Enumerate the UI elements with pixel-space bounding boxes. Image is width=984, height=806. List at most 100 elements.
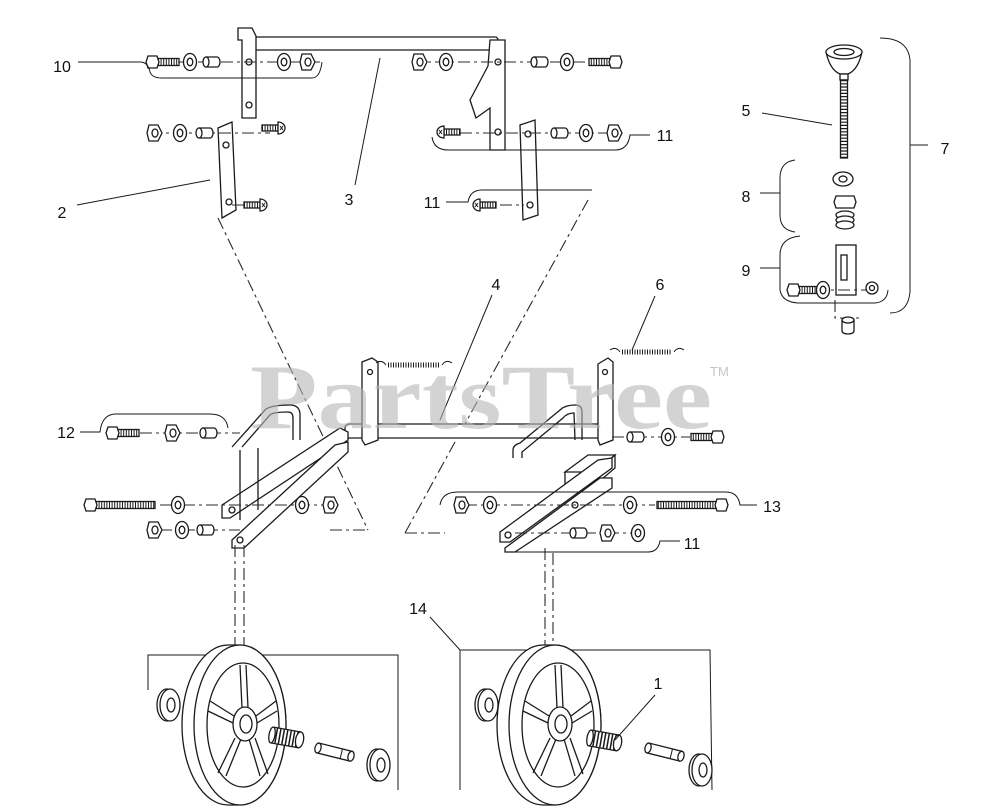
spring-part-6 — [375, 347, 685, 368]
washer-icon — [482, 495, 498, 515]
nut-icon — [833, 195, 857, 209]
hardware-group-right-middle — [612, 427, 724, 447]
side-plate-hole-upper — [524, 130, 532, 138]
callout-leaders — [76, 37, 928, 741]
leader-8 — [760, 159, 796, 233]
nut-icon — [164, 424, 181, 442]
side-plate-hole-upper — [222, 141, 230, 149]
nut-icon — [599, 524, 616, 542]
projection-lines — [217, 199, 589, 534]
wire-loop-outer — [231, 404, 301, 448]
left-wheel-assembly — [147, 644, 399, 806]
screw-icon — [473, 199, 496, 211]
hardware-group-11-upper — [437, 123, 623, 212]
knob-part-5 — [825, 44, 863, 159]
bracket-bar-lower — [231, 441, 349, 549]
leader-11-upper — [431, 134, 650, 151]
leader-7 — [879, 37, 928, 314]
callout-6: 6 — [656, 277, 665, 294]
assembly-line — [834, 300, 862, 319]
washer-icon — [172, 123, 188, 143]
washer-icon — [578, 123, 594, 143]
latch-group-9 — [787, 244, 879, 335]
lock-washer-hole — [838, 175, 848, 183]
hex-bolt-icon — [146, 56, 179, 68]
washer-icon — [815, 280, 831, 300]
leader-14 — [429, 616, 461, 651]
callout-13: 13 — [763, 499, 781, 516]
callout-1: 1 — [654, 676, 663, 693]
leader-12 — [80, 413, 229, 433]
spacer-icon — [841, 316, 855, 335]
callout-2: 2 — [58, 205, 67, 222]
side-plate-part-11 — [519, 119, 539, 221]
right-spring-tab — [597, 357, 614, 446]
bracket-hole — [236, 536, 244, 544]
leader-1 — [614, 694, 656, 741]
nut-icon — [411, 53, 428, 71]
leader-2 — [76, 179, 211, 206]
leader-13 — [439, 491, 757, 506]
long-bolt-icon — [84, 499, 155, 511]
spacer-icon — [199, 427, 218, 439]
hardware-group-left-lower — [84, 495, 339, 540]
callout-3: 3 — [345, 192, 354, 209]
handle-tube — [249, 36, 499, 51]
leader-3 — [354, 57, 381, 186]
nut-icon — [146, 124, 163, 142]
wheel-drop-lines — [234, 545, 554, 655]
nut-icon — [299, 53, 316, 71]
partstree-watermark: PartsTree TM — [250, 346, 729, 448]
knob-dimple — [833, 47, 855, 57]
wheel-assembly-frame — [147, 654, 399, 790]
washer-icon — [294, 495, 310, 515]
spacer-icon — [195, 127, 214, 139]
callout-11-middle: 11 — [424, 195, 441, 212]
washer-icon — [559, 52, 575, 72]
washer-icon — [622, 495, 638, 515]
axle-tube-part-4 — [344, 357, 614, 446]
handle-left-plate — [237, 27, 257, 119]
leader-5 — [761, 112, 833, 126]
watermark-trademark: TM — [710, 364, 729, 379]
side-plate — [519, 119, 539, 221]
wire-loop-inner — [521, 412, 576, 458]
leader-10 — [78, 61, 323, 79]
spacer-icon — [550, 127, 569, 139]
bracket-hole — [228, 506, 236, 514]
washer-icon — [438, 52, 454, 72]
callout-7: 7 — [941, 141, 950, 158]
washer-icon — [170, 495, 186, 515]
bracket-bar-upper — [499, 457, 613, 543]
spring-coil — [835, 220, 855, 230]
side-plate-hole-lower — [225, 198, 233, 206]
screw-icon — [437, 126, 460, 138]
washer-icon — [182, 52, 198, 72]
callout-11-upper: 11 — [657, 128, 674, 145]
callout-labels: 10 3 2 11 11 5 7 8 9 4 6 12 13 11 14 1 — [53, 59, 949, 693]
washer-icon — [276, 52, 292, 72]
clip-hole — [868, 284, 876, 292]
hardware-group-11-lower — [515, 523, 646, 543]
handle-right-plate — [469, 39, 506, 151]
handle-right-hole-lower — [494, 128, 502, 136]
callout-11-lower: 11 — [684, 536, 701, 553]
right-wheel-assembly — [459, 644, 713, 806]
callout-9: 9 — [742, 263, 751, 280]
long-bolt-icon — [657, 499, 728, 511]
wheel-icon — [181, 644, 287, 806]
hardware-group-2 — [146, 122, 285, 211]
screw-icon — [262, 122, 285, 134]
hex-bolt-icon — [589, 56, 622, 68]
leader-11-lower — [505, 540, 680, 553]
handle-left-hole-lower — [245, 101, 253, 109]
axle-pin-icon — [643, 741, 686, 763]
hardware-group-right-top — [411, 52, 622, 72]
hardware-group-13 — [453, 495, 728, 515]
spacer-icon — [530, 56, 549, 68]
washer-icon — [174, 520, 190, 540]
hardware-group-12 — [106, 425, 240, 441]
side-plate-hole-lower — [526, 201, 534, 209]
hex-bolt-icon — [106, 427, 139, 439]
